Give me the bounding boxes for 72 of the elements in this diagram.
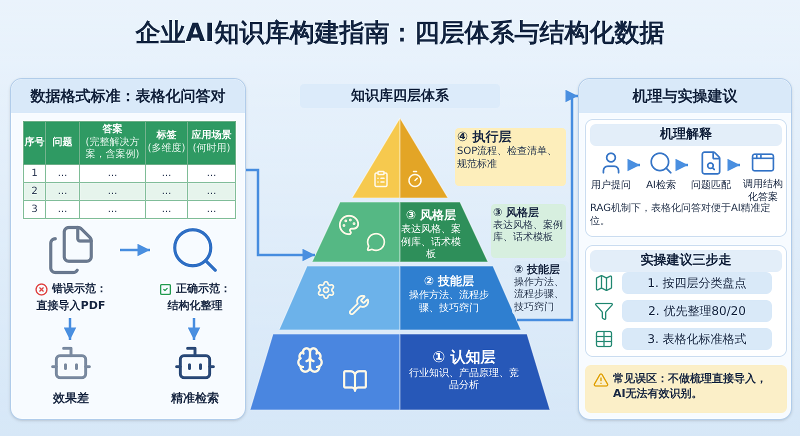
table-cell: ...	[188, 182, 236, 200]
arrow	[728, 158, 740, 172]
step-label: AI检索	[646, 180, 676, 192]
column-title: 序号	[24, 136, 44, 149]
table-cell: ...	[80, 164, 146, 182]
arrow	[517, 90, 578, 322]
warning-box	[585, 365, 787, 413]
page-title: 企业AI知识库构建指南：四层体系与结构化数据	[136, 17, 664, 49]
column-title: 标签	[156, 130, 176, 142]
table-cell: ...	[46, 164, 80, 182]
column-note: (多维度)	[148, 142, 186, 156]
section-card	[585, 119, 787, 237]
arrow	[64, 318, 76, 340]
section-note: RAG机制下，表格化问答对便于AI精准定位。	[590, 203, 772, 228]
table-cell: ...	[146, 200, 188, 218]
layer-title: ② 技能层	[424, 274, 474, 289]
table-cell: 1	[24, 164, 46, 182]
pyramid-layer	[352, 118, 448, 198]
pyramid-layer	[250, 334, 550, 410]
table-cell: 3	[24, 200, 46, 218]
step-label: 用户提问	[591, 180, 631, 192]
example-label: 正确示范：	[176, 281, 231, 297]
column-note: (完整解决方案，含案例)	[84, 136, 140, 162]
layer-description: 表达风格、案例库、话术模板	[400, 224, 462, 262]
table-cell: ...	[80, 200, 146, 218]
table-cell: ...	[188, 164, 236, 182]
column-title: 应用场景	[192, 130, 232, 142]
step-label: 调用结构化答案	[742, 179, 784, 202]
pyramid-layer	[312, 202, 488, 262]
section-title: 机理解释	[660, 126, 712, 144]
column-title: 答案	[102, 124, 122, 136]
pyramid-title: 知识库四层体系	[351, 86, 449, 106]
warning-text: 常见误区：不做梳理直接导入，AI无法有效识别。	[613, 371, 768, 402]
layer-description: 操作方法、流程步骤、技巧窍门	[408, 290, 490, 315]
arrow	[628, 158, 640, 172]
column-title: 问题	[52, 136, 72, 149]
example-description: 结构化整理	[168, 298, 222, 314]
result-label: 效果差	[53, 390, 89, 407]
layer-heading: ② 技能层	[514, 263, 562, 276]
section-card	[585, 245, 787, 357]
info-panel	[10, 78, 246, 420]
table-cell: ...	[188, 200, 236, 218]
table-cell: ...	[46, 200, 80, 218]
layer-title: ③ 风格层	[406, 208, 456, 223]
table-cell: ...	[80, 182, 146, 200]
table-cell: ...	[46, 182, 80, 200]
arrow	[246, 168, 315, 262]
panel-title: 数据格式标准：表格化问答对	[30, 86, 226, 107]
step-text: 2. 优先整理80/20	[648, 303, 746, 320]
layer-description: 行业知识、产品原理、竞品分析	[408, 368, 520, 393]
section-title: 实操建议三步走	[640, 252, 732, 270]
info-panel	[578, 78, 792, 420]
table-cell: ...	[146, 182, 188, 200]
step-label: 问题匹配	[691, 180, 731, 192]
table-cell: ...	[146, 164, 188, 182]
step-text: 1. 按四层分类盘点	[647, 275, 747, 292]
layer-note: SOP流程、检查清单、规范标准	[457, 146, 558, 172]
layer-note: 操作方法、流程步骤、技巧窍门	[514, 276, 565, 314]
arrow	[188, 318, 200, 340]
layer-note: 表达风格、案例库、话术模板	[493, 220, 564, 245]
column-note: (何时用)	[192, 142, 230, 156]
layer-title: ① 认知层	[432, 348, 496, 367]
example-label: 错误示范：	[52, 281, 107, 297]
result-label: 精准检索	[171, 390, 219, 407]
panel-title: 机理与实操建议	[632, 86, 738, 107]
table-cell: 2	[24, 182, 46, 200]
arrow	[676, 158, 688, 172]
layer-heading: ④ 执行层	[457, 130, 513, 146]
example-description: 直接导入PDF	[36, 298, 106, 314]
layer-heading: ③ 风格层	[493, 206, 540, 220]
step-text: 3. 表格化标准格式	[647, 331, 747, 348]
arrow	[120, 244, 150, 256]
